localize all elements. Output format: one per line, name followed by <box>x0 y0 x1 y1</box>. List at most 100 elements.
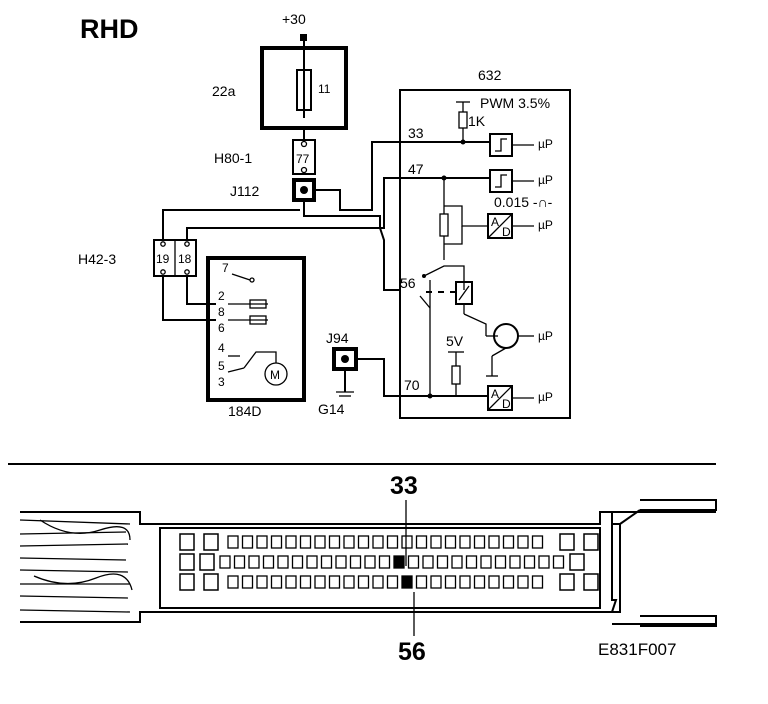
up-mark-2: µP <box>538 173 553 187</box>
pin-cavity <box>262 555 275 569</box>
supply-label: +30 <box>282 11 306 27</box>
pin-cavity <box>401 535 413 549</box>
pin-cavity-large <box>569 553 585 571</box>
ecu-pin-47: 47 <box>408 161 424 177</box>
pin-cavity <box>328 535 341 549</box>
pwm-label: PWM 3.5% <box>480 95 550 111</box>
pin-cavity-large <box>179 533 195 551</box>
pin-cavity <box>509 555 521 569</box>
pin-cavity <box>241 575 254 589</box>
pin-cavity <box>538 555 550 569</box>
pin-cavity <box>459 575 471 589</box>
pin-cavity <box>430 535 442 549</box>
pin-cavity <box>531 575 544 589</box>
184d-pin-5: 5 <box>218 359 225 373</box>
switch-184d: 184D 7 2 8 6 4 5 3 M <box>206 256 306 419</box>
pin-cavity <box>256 535 268 549</box>
pin-cavity-large <box>203 533 219 551</box>
up-mark-4: µP <box>538 329 553 343</box>
pin-cavity <box>444 575 457 589</box>
pin-cavity <box>227 575 239 589</box>
ecu-632: 632 PWM 3.5% 1K 33 µP 47 µP A D <box>384 67 571 419</box>
pin-cavity <box>357 535 370 549</box>
motor-symbol: M <box>270 368 280 382</box>
pin-cavity <box>386 535 399 549</box>
pin-cavity <box>494 555 507 569</box>
pin-cavity <box>552 555 565 569</box>
h42-pin-18: 18 <box>178 252 192 266</box>
pin-cavity <box>314 535 326 549</box>
resistor-label: 1K <box>468 113 486 129</box>
pin-cavity <box>227 535 239 549</box>
pin-cavity <box>488 575 500 589</box>
pin-cavity <box>523 555 536 569</box>
voltage-label: 5V <box>446 333 464 349</box>
pin-cavity <box>372 535 384 549</box>
pin-cavity <box>320 555 333 569</box>
184d-pin-7: 7 <box>222 261 229 275</box>
pin-cavity <box>430 575 442 589</box>
connector-h42-3: H42-3 19 18 <box>78 239 197 277</box>
pin-cavity <box>277 555 289 569</box>
pin-cavity <box>291 555 304 569</box>
ecu-pin-33: 33 <box>408 125 424 141</box>
184d-pin-8: 8 <box>218 305 225 319</box>
184d-pin-3: 3 <box>218 375 225 389</box>
184d-pin-4: 4 <box>218 341 225 355</box>
up-mark-5: µP <box>538 390 553 404</box>
fuse-number: 11 <box>318 82 331 96</box>
pin-cavity <box>502 575 515 589</box>
ecu-pin-56: 56 <box>400 275 416 291</box>
pin-cavity-large <box>203 573 219 591</box>
pin-cavity <box>473 535 486 549</box>
j94-label: J94 <box>326 330 349 346</box>
pin-cavity <box>531 535 544 549</box>
pin-cavity <box>480 555 492 569</box>
pin-cavity <box>299 575 312 589</box>
pin-cavity <box>517 535 529 549</box>
h80-pin: 77 <box>296 152 310 166</box>
pin-cavity <box>241 535 254 549</box>
supply-terminal <box>300 34 307 41</box>
j112-label: J112 <box>230 183 260 199</box>
pin-cavity-highlighted <box>393 555 405 569</box>
pin-cavity <box>436 555 449 569</box>
callout-pin-56: 56 <box>398 638 426 666</box>
pin-cavity <box>343 575 355 589</box>
ad1-a: A <box>491 215 499 229</box>
pin-cavity-large <box>583 573 599 591</box>
up-mark-1: µP <box>538 137 553 151</box>
g14-label: G14 <box>318 401 345 417</box>
pin-cavity <box>270 535 283 549</box>
filter-label: 0.015 -∩- <box>494 194 553 210</box>
pin-cavity-large <box>559 573 575 591</box>
ecu-label: 632 <box>478 67 502 83</box>
pin-cavity <box>444 535 457 549</box>
ground-j94: J94 G14 <box>318 330 358 417</box>
fuse-box-label: 22a <box>212 83 236 99</box>
pin-cavity <box>233 555 246 569</box>
pin-cavity <box>459 535 471 549</box>
h80-label: H80-1 <box>214 150 252 166</box>
pin-cavity-highlighted <box>401 575 413 589</box>
pin-cavity <box>299 535 312 549</box>
wire-bundle <box>19 511 136 623</box>
pin-cavity-large <box>179 573 195 591</box>
pin-cavity <box>364 555 376 569</box>
pin-cavity <box>219 555 231 569</box>
h42-label: H42-3 <box>78 251 116 267</box>
pin-cavity <box>306 555 318 569</box>
pin-cavity <box>270 575 283 589</box>
184d-pin-2: 2 <box>218 289 225 303</box>
pin-cavity <box>378 555 391 569</box>
variant-label: RHD <box>80 14 139 44</box>
pin-cavity <box>248 555 260 569</box>
pin-cavity-large <box>199 553 215 571</box>
connector-view: 33 56 <box>19 472 717 666</box>
ecu-pin-70: 70 <box>404 377 420 393</box>
pin-cavity <box>415 575 428 589</box>
pin-cavity <box>357 575 370 589</box>
pin-cavity <box>502 535 515 549</box>
pin-cavity <box>422 555 434 569</box>
